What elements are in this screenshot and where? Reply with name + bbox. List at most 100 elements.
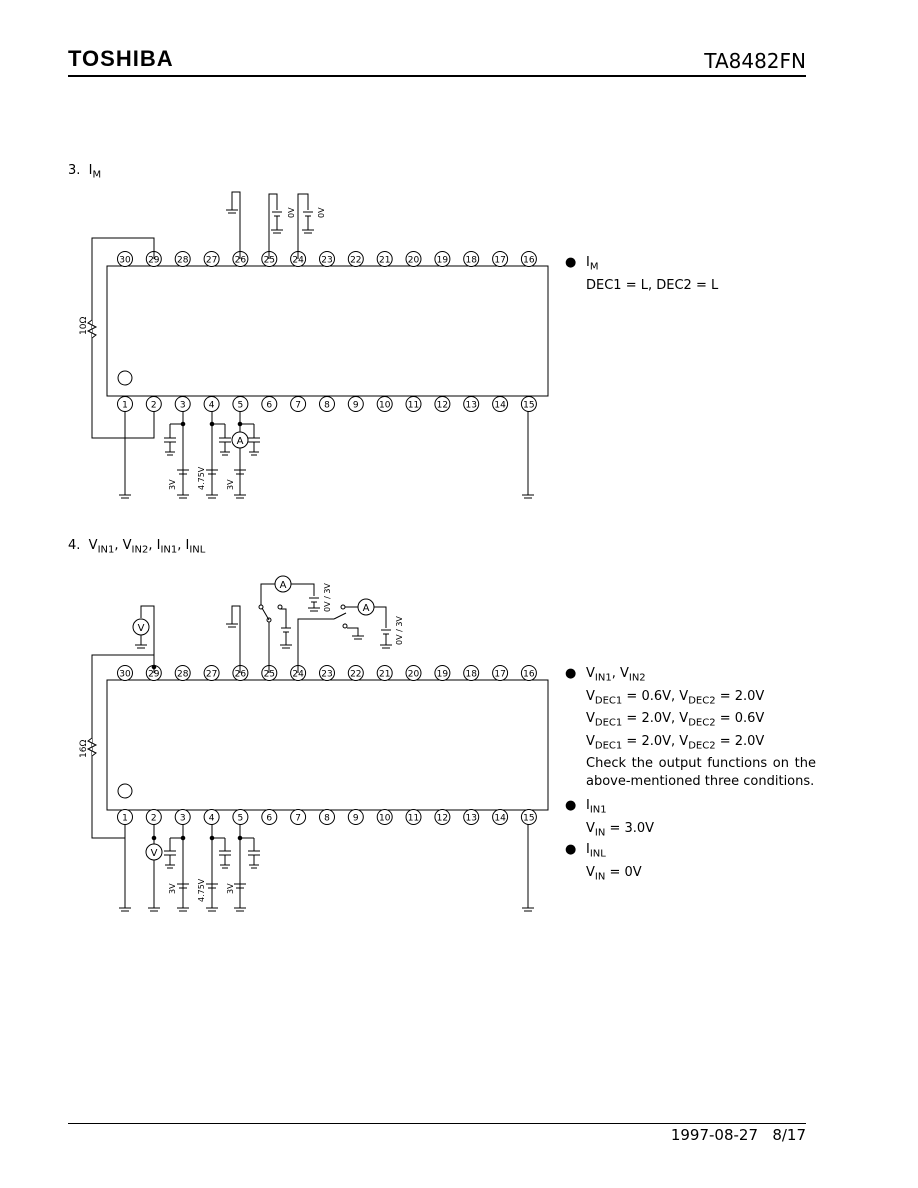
bottom-pin-circle [434,809,451,825]
bottom-pin-circle [376,809,393,825]
top-pin-label: 20 [408,670,420,680]
condition-row: VDEC1 = 0.6V, VDEC2 = 2.0V [586,688,765,707]
bottom-pin-label: 15 [523,814,534,824]
top-pin-label: 23 [321,256,332,266]
bottom-pin-label: 14 [494,401,506,411]
ground-icon [249,451,259,456]
pin1-marker [117,783,133,799]
top-pin-circle [463,251,480,267]
bottom-pin-circle [376,396,393,412]
bottom-pin-circle [347,396,364,412]
top-pin-label: 18 [465,256,477,266]
bottom-pin-label: 5 [238,401,244,411]
top-pin-circle [492,665,509,681]
top-pin-circle [203,665,220,681]
top-pin-label: 29 [148,256,160,266]
top-pin-circle [203,251,220,267]
top-pin-circle [174,251,191,267]
condition-row: VDEC1 = 2.0V, VDEC2 = 2.0V [586,733,765,752]
top-pin-label: 25 [264,256,275,266]
footer-date-page: 1997-08-27 8/17 [670,1126,806,1144]
section4-heading: 4. VIN1, VIN2, IIN1, IINL [68,538,206,556]
ground-icon [165,451,175,456]
top-pin-label: 17 [494,670,505,680]
svg-text:0V / 3V: 0V / 3V [323,583,332,612]
svg-text:0V / 3V: 0V / 3V [395,616,404,645]
bottom-pin-label: 12 [437,814,448,824]
bottom-pin-circle [290,809,307,825]
bottom-pin-label: 3 [180,814,186,824]
ground-icon [177,907,189,912]
ground-icon [522,494,534,499]
ground-icon [380,644,392,649]
svg-text:V: V [151,848,158,859]
svg-text:0V: 0V [317,207,326,218]
bottom-pin-circle [261,809,278,825]
bottom-pin-label: 15 [523,401,534,411]
ground-icon [271,229,283,234]
top-pin-label: 16 [523,256,535,266]
top-pin-label: 28 [177,256,189,266]
bottom-pin-circle [463,809,480,825]
svg-text:A: A [363,603,370,614]
top-pin-label: 22 [350,256,361,266]
bottom-pin-label: 8 [324,814,330,824]
bottom-pin-label: 14 [494,814,506,824]
top-pin-label: 21 [379,256,390,266]
ground-icon [308,607,320,612]
bottom-pin-circle [261,396,278,412]
top-pin-circle [174,665,191,681]
top-pin-circle [347,665,364,681]
top-pin-circle [117,665,133,681]
svg-text:V: V [138,623,145,634]
bottom-pin-circle [405,396,422,412]
top-pin-circle [319,665,335,681]
ground-icon [249,864,259,869]
ground-icon [220,451,230,456]
bottom-pin-circle [463,396,480,412]
bottom-pin-label: 9 [353,814,359,824]
top-pin-label: 30 [119,256,131,266]
top-pin-circle [492,251,509,267]
top-pin-circle [117,251,133,267]
bottom-pin-label: 8 [324,401,330,411]
resistor-label: 16Ω [79,740,89,758]
ground-icon [226,209,238,214]
bottom-pin-label: 4 [209,401,215,411]
bottom-pin-circle [520,809,537,825]
top-pin-circle [434,665,451,681]
header-rule [68,75,806,77]
top-pin-label: 23 [321,670,332,680]
bottom-pin-circle [492,809,509,825]
top-pin-circle [520,665,537,681]
ground-icon [302,229,314,234]
ic-package [106,265,549,397]
bottom-pin-label: 7 [295,401,301,411]
top-pin-label: 26 [235,256,247,266]
top-pin-label: 24 [292,256,304,266]
bottom-pin-label: 13 [465,401,476,411]
svg-text:4.75V: 4.75V [197,466,206,490]
top-pin-circle [376,665,393,681]
top-pin-label: 19 [437,670,449,680]
top-pin-circle [405,251,422,267]
top-pin-label: 19 [437,256,449,266]
ground-icon [177,494,189,499]
resistor-label: 10Ω [79,317,89,335]
bottom-pin-circle [319,809,335,825]
condition-row: VDEC1 = 2.0V, VDEC2 = 0.6V [586,711,765,729]
bottom-pin-label: 7 [295,814,301,824]
svg-text:A: A [237,436,244,447]
ground-icon [135,644,147,649]
ground-icon [165,864,175,869]
top-pin-label: 30 [119,670,131,680]
bottom-pin-label: 4 [209,814,215,824]
ground-icon [280,644,292,649]
ground-icon [206,494,218,499]
top-pin-label: 25 [264,670,275,680]
bottom-pin-circle [520,396,537,412]
bottom-pin-label: 6 [266,401,272,411]
